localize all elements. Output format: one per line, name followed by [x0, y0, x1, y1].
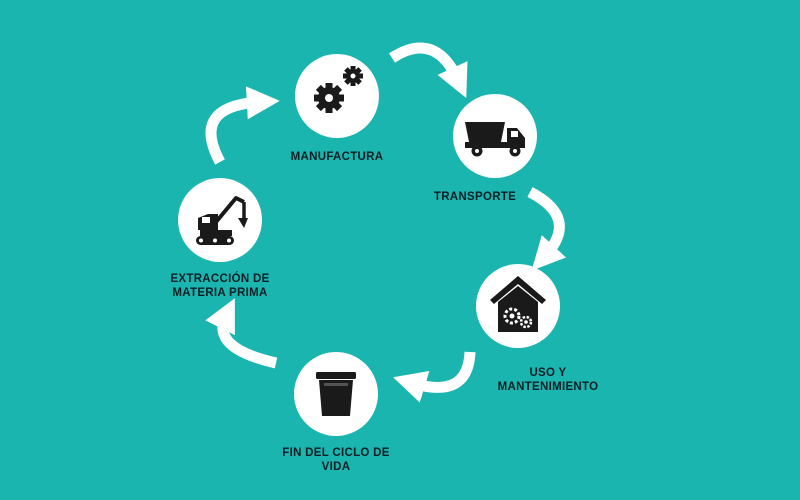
label-fin-line1: FIN DEL CICLO DE: [282, 447, 390, 459]
arrow-manufactura-transporte: [389, 42, 468, 98]
label-extraccion-line2: MATERIA PRIMA: [172, 287, 268, 299]
trash-bin-icon: [316, 372, 356, 416]
label-extraccion-line1: EXTRACCIÓN DE: [170, 273, 270, 285]
label-manufactura: MANUFACTURA: [290, 151, 384, 163]
node-transporte: [453, 94, 537, 178]
node-manufactura: [295, 54, 379, 138]
label-extraccion: EXTRACCIÓN DE MATERIA PRIMA: [150, 272, 290, 300]
label-uso-line2: MANTENIMIENTO: [497, 381, 599, 393]
arrow-fin-extraccion: [205, 298, 278, 369]
label-uso-mantenimiento: USO Y MANTENIMIENTO: [488, 366, 608, 394]
label-fin-ciclo: FIN DEL CICLO DE VIDA: [270, 446, 402, 474]
node-fin-ciclo: [294, 352, 378, 436]
excavator-icon: [196, 196, 248, 245]
node-extraccion: [178, 178, 262, 262]
arrow-transporte-uso: [527, 187, 567, 271]
arrow-extraccion-manufactura: [205, 86, 280, 165]
node-uso-mantenimiento: [476, 264, 560, 348]
label-fin-line2: VIDA: [321, 461, 351, 473]
arrow-uso-fin: [393, 351, 476, 403]
dump-truck-icon: [465, 122, 525, 157]
label-uso-line1: USO Y: [529, 367, 567, 379]
label-transporte: TRANSPORTE: [433, 191, 517, 203]
gears-icon: [314, 66, 363, 113]
house-gears-icon: [490, 276, 546, 332]
